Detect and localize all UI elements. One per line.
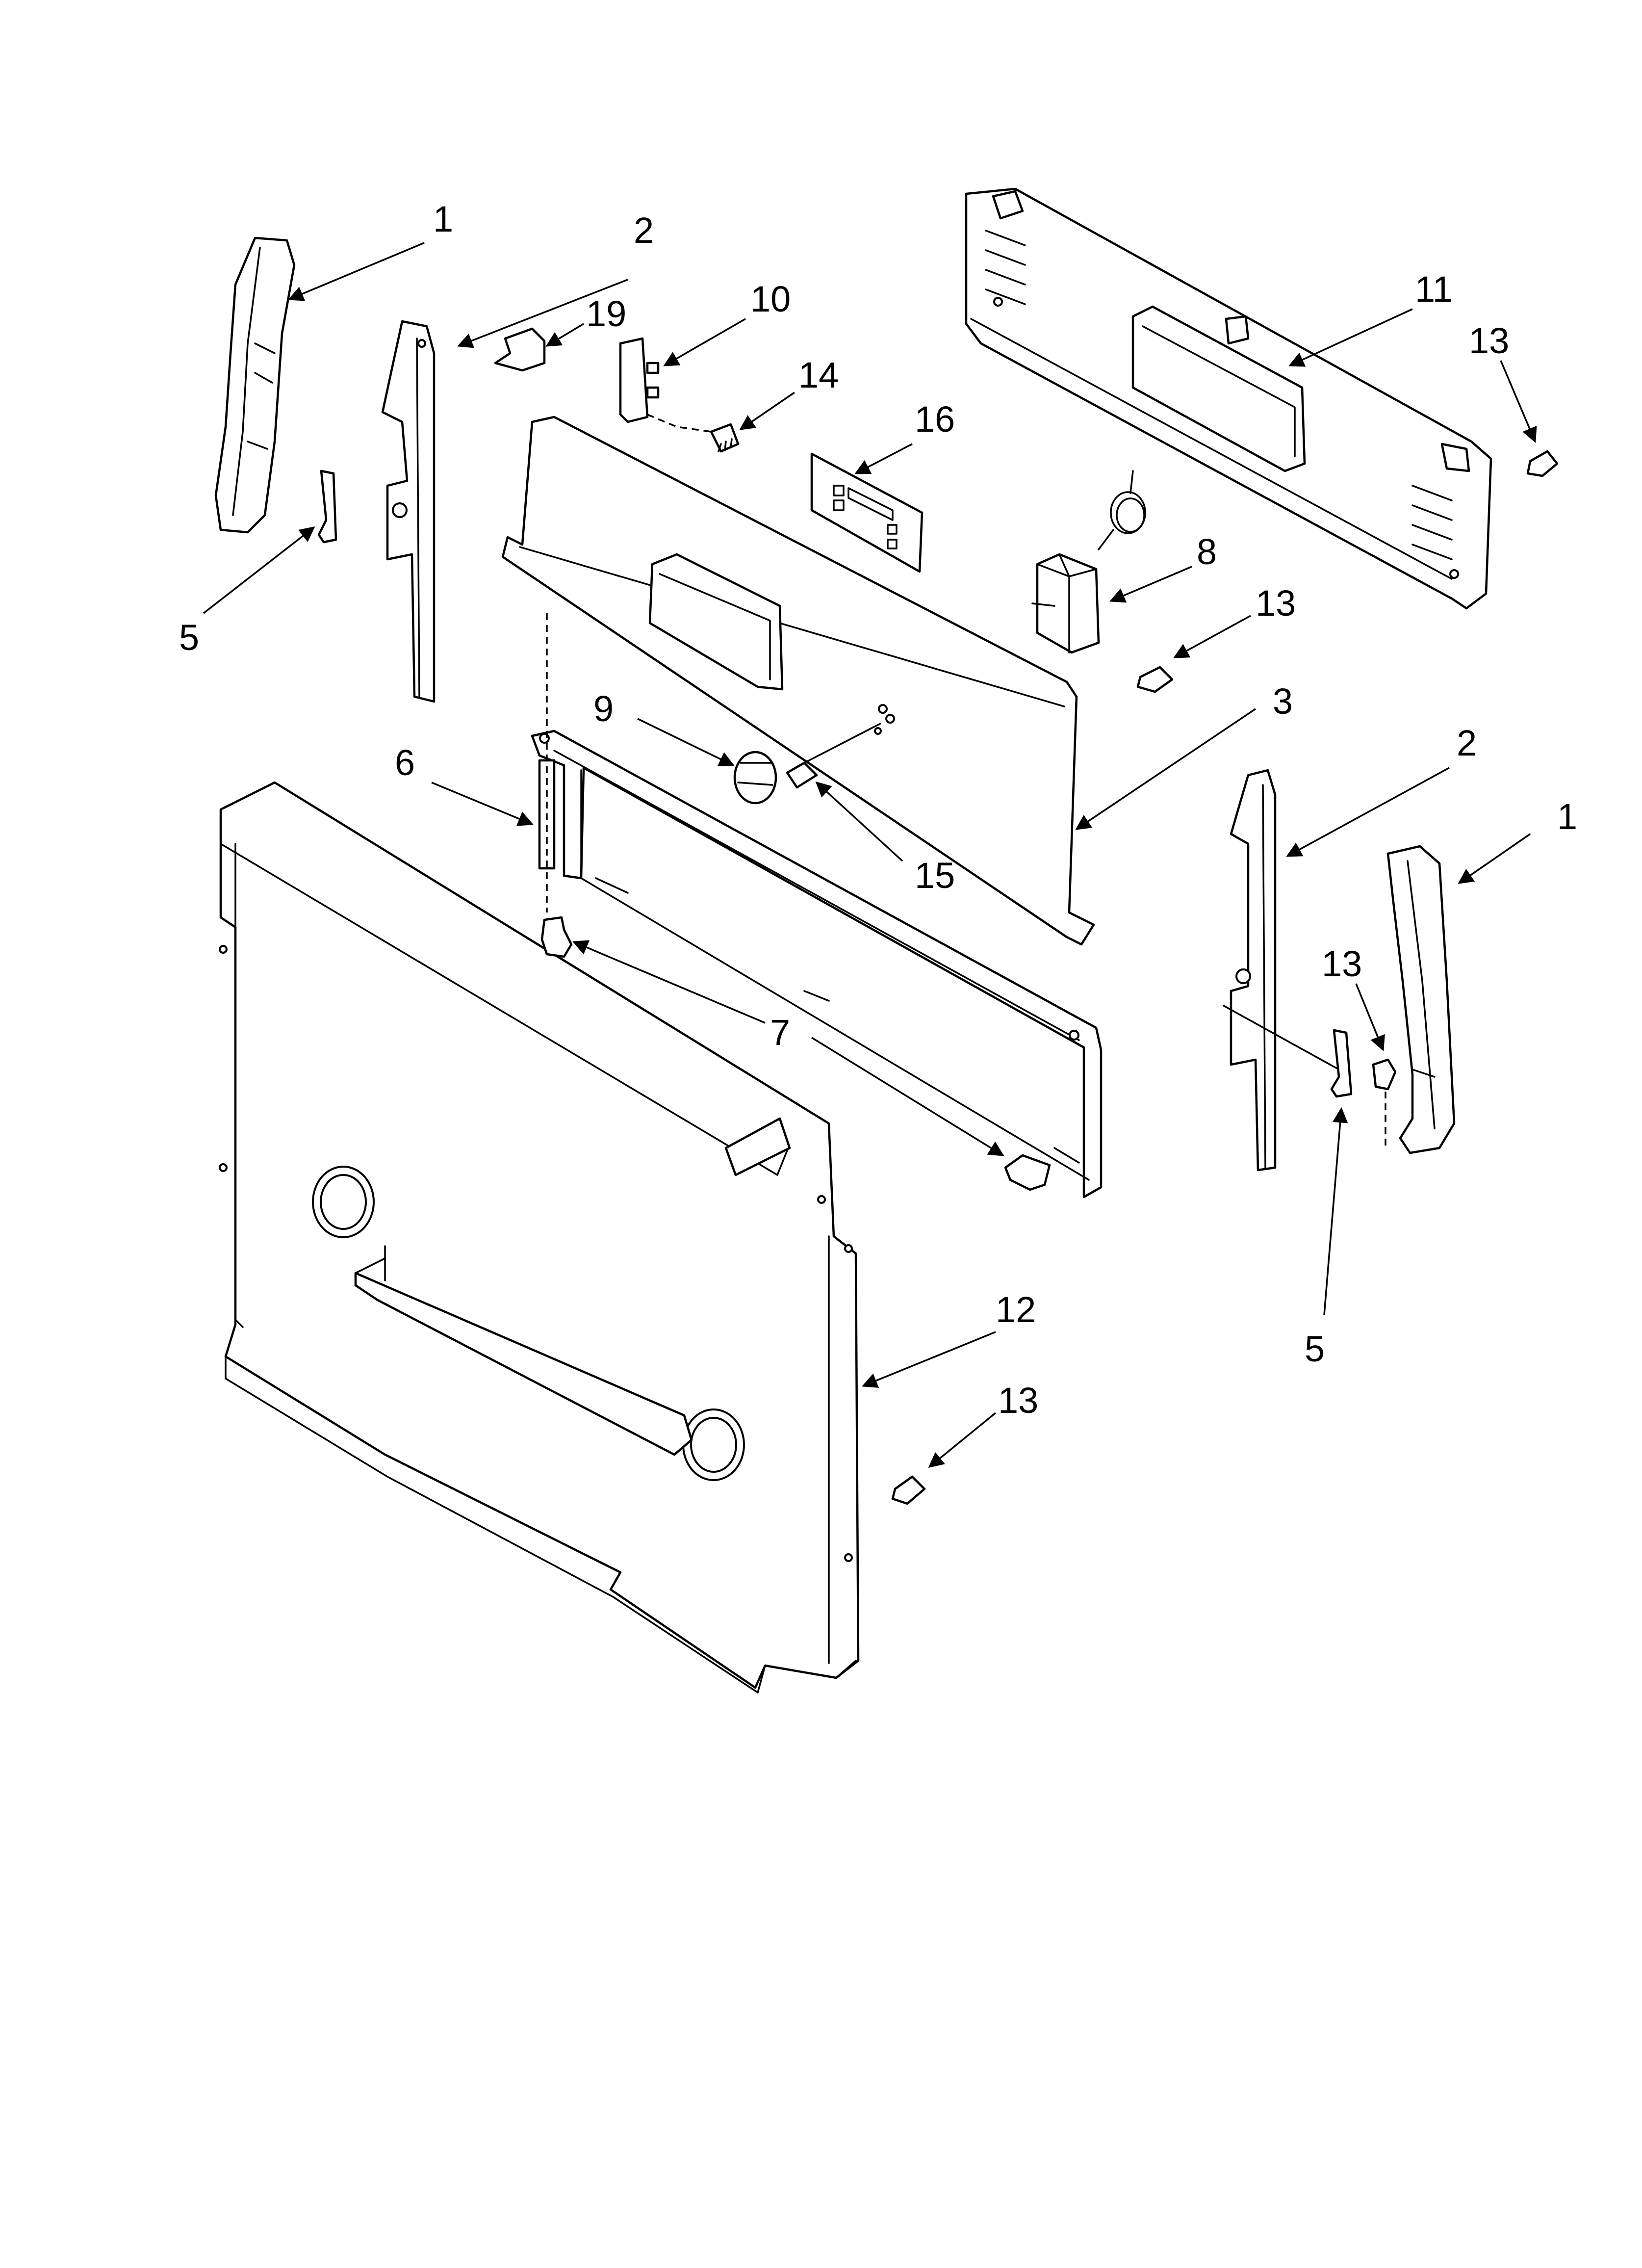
callout-15: 15	[915, 855, 955, 896]
callout-5-left: 5	[179, 617, 199, 658]
part-5-right-clip	[1330, 1029, 1353, 1098]
callout-1-right: 1	[1557, 796, 1577, 837]
part-2-left-bracket	[381, 320, 436, 703]
part-9-knob	[733, 751, 777, 805]
part-5-left-clip	[317, 469, 337, 544]
callout-2-left: 2	[634, 210, 654, 251]
part-14-screw	[710, 423, 740, 453]
callout-8: 8	[1197, 531, 1217, 572]
callout-6: 6	[395, 742, 415, 783]
callout-14: 14	[798, 355, 839, 395]
part-12-front-panel	[219, 781, 860, 1694]
callout-7: 7	[770, 1012, 790, 1053]
callout-10: 10	[750, 279, 791, 319]
callout-11: 11	[1415, 269, 1453, 310]
callout-19: 19	[586, 293, 626, 334]
callout-1-left: 1	[433, 199, 453, 239]
part-1-left-end-cap	[214, 236, 296, 534]
callout-13-mid: 13	[1256, 583, 1296, 624]
part-2-right-bracket	[1223, 769, 1340, 1172]
callout-labels: 1 2 19 10 14 16 11 13 8 13 5 9 3 6 15 2 …	[179, 199, 1577, 1421]
callout-5-right: 5	[1305, 1329, 1325, 1369]
callout-13-top: 13	[1469, 320, 1509, 361]
part-13-screws	[891, 450, 1559, 1505]
part-3-control-panel	[501, 416, 1095, 946]
callout-3: 3	[1273, 681, 1293, 722]
callout-leaders	[203, 242, 1537, 1468]
callout-9: 9	[593, 688, 614, 729]
part-1-right-end-cap	[1386, 845, 1456, 1154]
callout-16: 16	[915, 399, 955, 440]
part-16-control-overlay	[810, 452, 924, 573]
callout-12: 12	[996, 1289, 1036, 1330]
part-19-clip	[494, 327, 546, 372]
part-15-screw	[786, 723, 881, 789]
callout-13-bottom: 13	[998, 1380, 1038, 1421]
callout-2-right: 2	[1457, 723, 1477, 763]
part-10-switch	[619, 337, 712, 433]
part-7-screws	[540, 613, 1051, 1191]
callout-13-right: 13	[1322, 943, 1362, 984]
part-8-timer-module	[1031, 470, 1146, 654]
part-11-rear-panel	[965, 187, 1492, 610]
